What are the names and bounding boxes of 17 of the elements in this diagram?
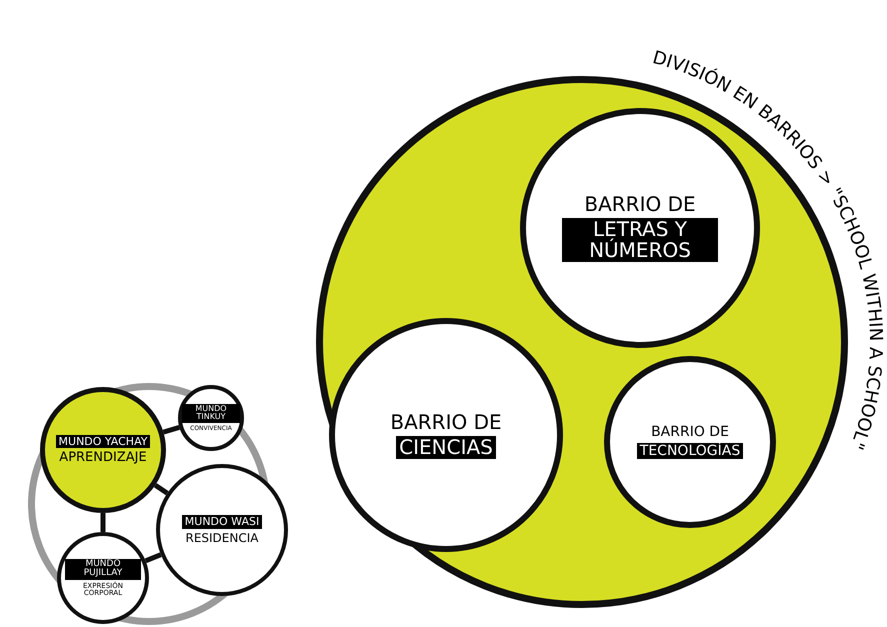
node-title: BARRIO DE <box>651 424 729 440</box>
node-subtitle: CIENCIAS <box>396 436 496 458</box>
node-subtitle: LETRAS Y NÚMEROS <box>562 218 718 262</box>
connector-line <box>154 483 169 496</box>
node-title: MUNDO WASI <box>182 515 262 529</box>
node-title: MUNDO TINKUY <box>182 404 240 423</box>
connector-line <box>162 424 180 434</box>
node-subtitle: TECNOLOGÍAS <box>636 442 744 460</box>
node-title: BARRIO DE <box>390 412 502 432</box>
node-subtitle: APRENDIZAJE <box>59 451 147 466</box>
node-title: MUNDO YACHAY <box>56 434 150 448</box>
connector-line <box>100 513 106 532</box>
world-circle <box>178 385 244 451</box>
node-title: MUNDO PUJILLAY <box>65 558 141 580</box>
node-subtitle: RESIDENCIA <box>185 532 258 545</box>
node-title: BARRIO DE <box>584 194 696 215</box>
connector-line <box>144 552 162 564</box>
